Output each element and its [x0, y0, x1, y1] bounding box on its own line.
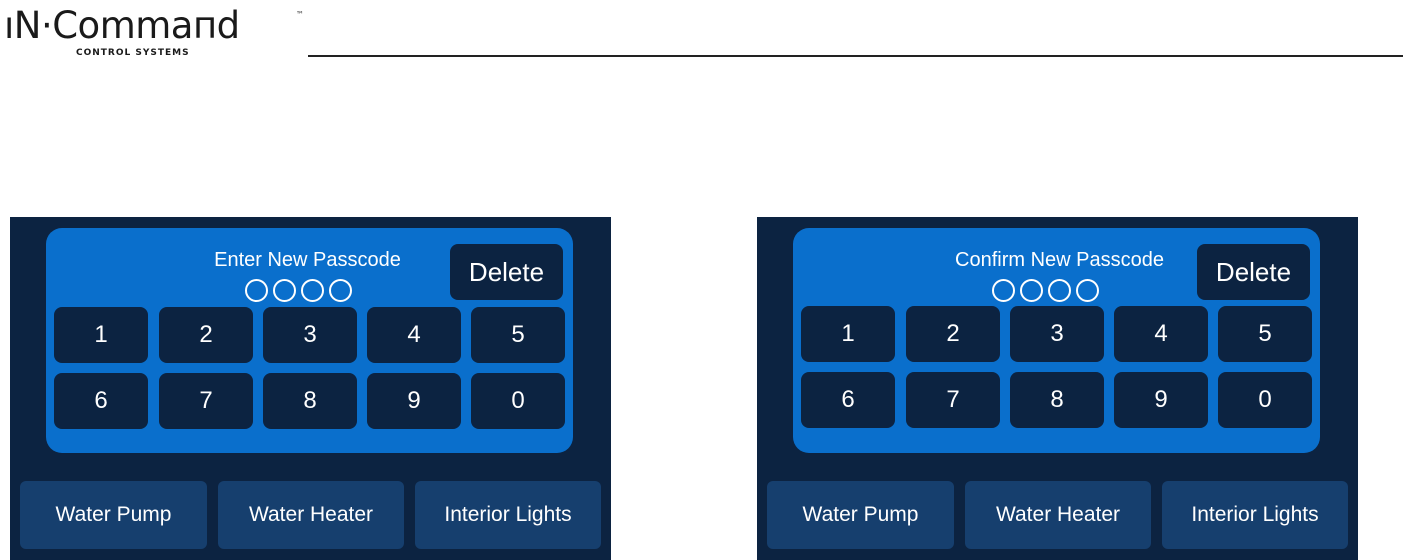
key-6-button[interactable]: 6: [54, 373, 148, 429]
key-9-button[interactable]: 9: [367, 373, 461, 429]
key-2-button[interactable]: 2: [159, 307, 253, 363]
key-8-button[interactable]: 8: [1010, 372, 1104, 428]
passcode-dot: [245, 279, 268, 302]
key-1-button[interactable]: 1: [801, 306, 895, 362]
key-0-button[interactable]: 0: [471, 373, 565, 429]
passcode-dot: [1048, 279, 1071, 302]
key-1-button[interactable]: 1: [54, 307, 148, 363]
passcode-dot: [329, 279, 352, 302]
logo-wordmark: ıN·Commaпd: [4, 4, 240, 48]
keypad-container: Enter New Passcode Delete 1 2 3 4 5 6 7 …: [46, 228, 573, 453]
key-7-button[interactable]: 7: [159, 373, 253, 429]
passcode-dot: [301, 279, 324, 302]
logo: ıN·Commaпd ™ CONTROL SYSTEMS: [4, 4, 308, 62]
water-pump-button[interactable]: Water Pump: [20, 481, 207, 549]
key-5-button[interactable]: 5: [471, 307, 565, 363]
water-heater-button[interactable]: Water Heater: [965, 481, 1151, 549]
passcode-indicator: [245, 279, 352, 302]
key-3-button[interactable]: 3: [263, 307, 357, 363]
key-2-button[interactable]: 2: [906, 306, 1000, 362]
logo-subtitle: CONTROL SYSTEMS: [76, 48, 190, 58]
delete-button[interactable]: Delete: [450, 244, 563, 300]
enter-passcode-screen: Enter New Passcode Delete 1 2 3 4 5 6 7 …: [10, 217, 611, 560]
key-4-button[interactable]: 4: [1114, 306, 1208, 362]
passcode-indicator: [992, 279, 1099, 302]
header-divider: [308, 55, 1403, 57]
key-0-button[interactable]: 0: [1218, 372, 1312, 428]
water-pump-button[interactable]: Water Pump: [767, 481, 954, 549]
confirm-passcode-screen: Confirm New Passcode Delete 1 2 3 4 5 6 …: [757, 217, 1358, 560]
keypad-container: Confirm New Passcode Delete 1 2 3 4 5 6 …: [793, 228, 1320, 453]
key-6-button[interactable]: 6: [801, 372, 895, 428]
passcode-dot: [273, 279, 296, 302]
passcode-dot: [1076, 279, 1099, 302]
interior-lights-button[interactable]: Interior Lights: [415, 481, 601, 549]
key-3-button[interactable]: 3: [1010, 306, 1104, 362]
key-7-button[interactable]: 7: [906, 372, 1000, 428]
logo-trademark: ™: [296, 10, 304, 19]
key-5-button[interactable]: 5: [1218, 306, 1312, 362]
water-heater-button[interactable]: Water Heater: [218, 481, 404, 549]
interior-lights-button[interactable]: Interior Lights: [1162, 481, 1348, 549]
key-4-button[interactable]: 4: [367, 307, 461, 363]
key-8-button[interactable]: 8: [263, 373, 357, 429]
delete-button[interactable]: Delete: [1197, 244, 1310, 300]
passcode-dot: [1020, 279, 1043, 302]
key-9-button[interactable]: 9: [1114, 372, 1208, 428]
passcode-dot: [992, 279, 1015, 302]
